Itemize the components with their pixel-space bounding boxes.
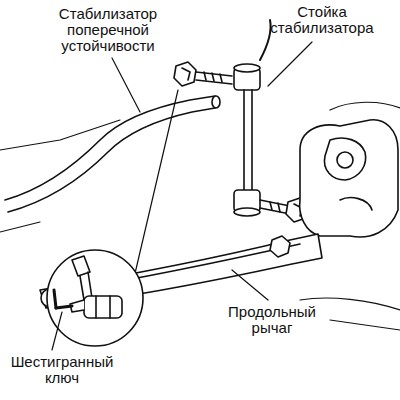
hex-key-inset [47,250,143,346]
part-label: Стабилизатор поперечной устойчивости [38,6,178,54]
stabilizer-bar [212,96,220,108]
leader-lines [112,58,140,112]
zoom-line [133,90,178,282]
arm-nut [270,236,290,257]
hex-key-inset [54,290,56,308]
hex-key-inset [72,256,90,276]
knuckle [337,152,353,168]
part-label: Стойка стабилизатора [247,4,397,36]
zoom-line [133,90,178,282]
part-label: Шестигранный ключ [3,354,121,386]
arm-nut [270,236,290,257]
knuckle [324,138,365,180]
leader-lines [268,42,312,86]
leader-lines [52,312,62,350]
leader-lines [232,270,268,300]
hex-key-inset [84,296,122,318]
part-label: Продольный рычаг [217,304,327,336]
upper-nut [182,68,190,80]
hex-key-inset [56,306,72,308]
stabilizer-link [260,20,271,60]
upper-nut [174,62,196,86]
stabilizer-link [234,208,260,216]
hex-key-inset [47,250,143,346]
stabilizer-link [244,90,252,190]
body-outline [330,102,400,110]
hex-key-inset [96,296,110,318]
stabilizer-link [260,200,290,214]
knuckle [340,198,372,210]
upper-nut [174,62,232,86]
upper-nut [204,72,222,82]
stabilizer-link [270,202,280,212]
stabilizer-bar [8,108,215,212]
stabilizer-bar [5,96,215,200]
hex-key-inset [66,306,70,307]
body-outline [0,222,40,232]
knuckle [300,120,398,237]
upper-nut [196,72,232,84]
body-outline [330,320,400,330]
knuckle [300,120,398,237]
stabilizer-link [234,20,290,216]
stabilizer-bar [5,96,220,212]
stabilizer-link [234,64,260,72]
suspension-illustration [0,20,400,350]
